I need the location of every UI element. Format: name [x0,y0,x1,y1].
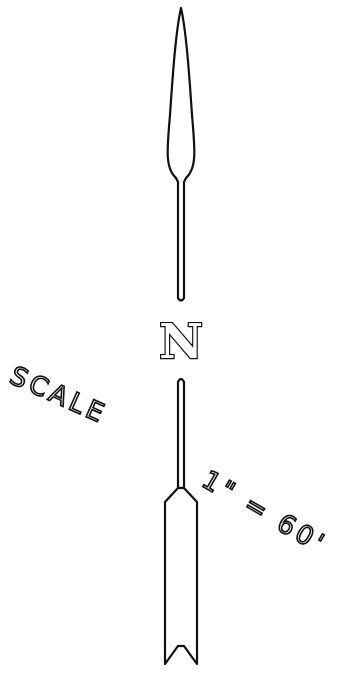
arrow-tail-shaft [176,377,186,490]
arrow-head [166,6,196,302]
scale-value: 1" = 60' [197,465,332,561]
north-label: N [159,314,203,370]
arrow-tail [163,486,199,666]
scale-label: SCALE [5,361,112,430]
